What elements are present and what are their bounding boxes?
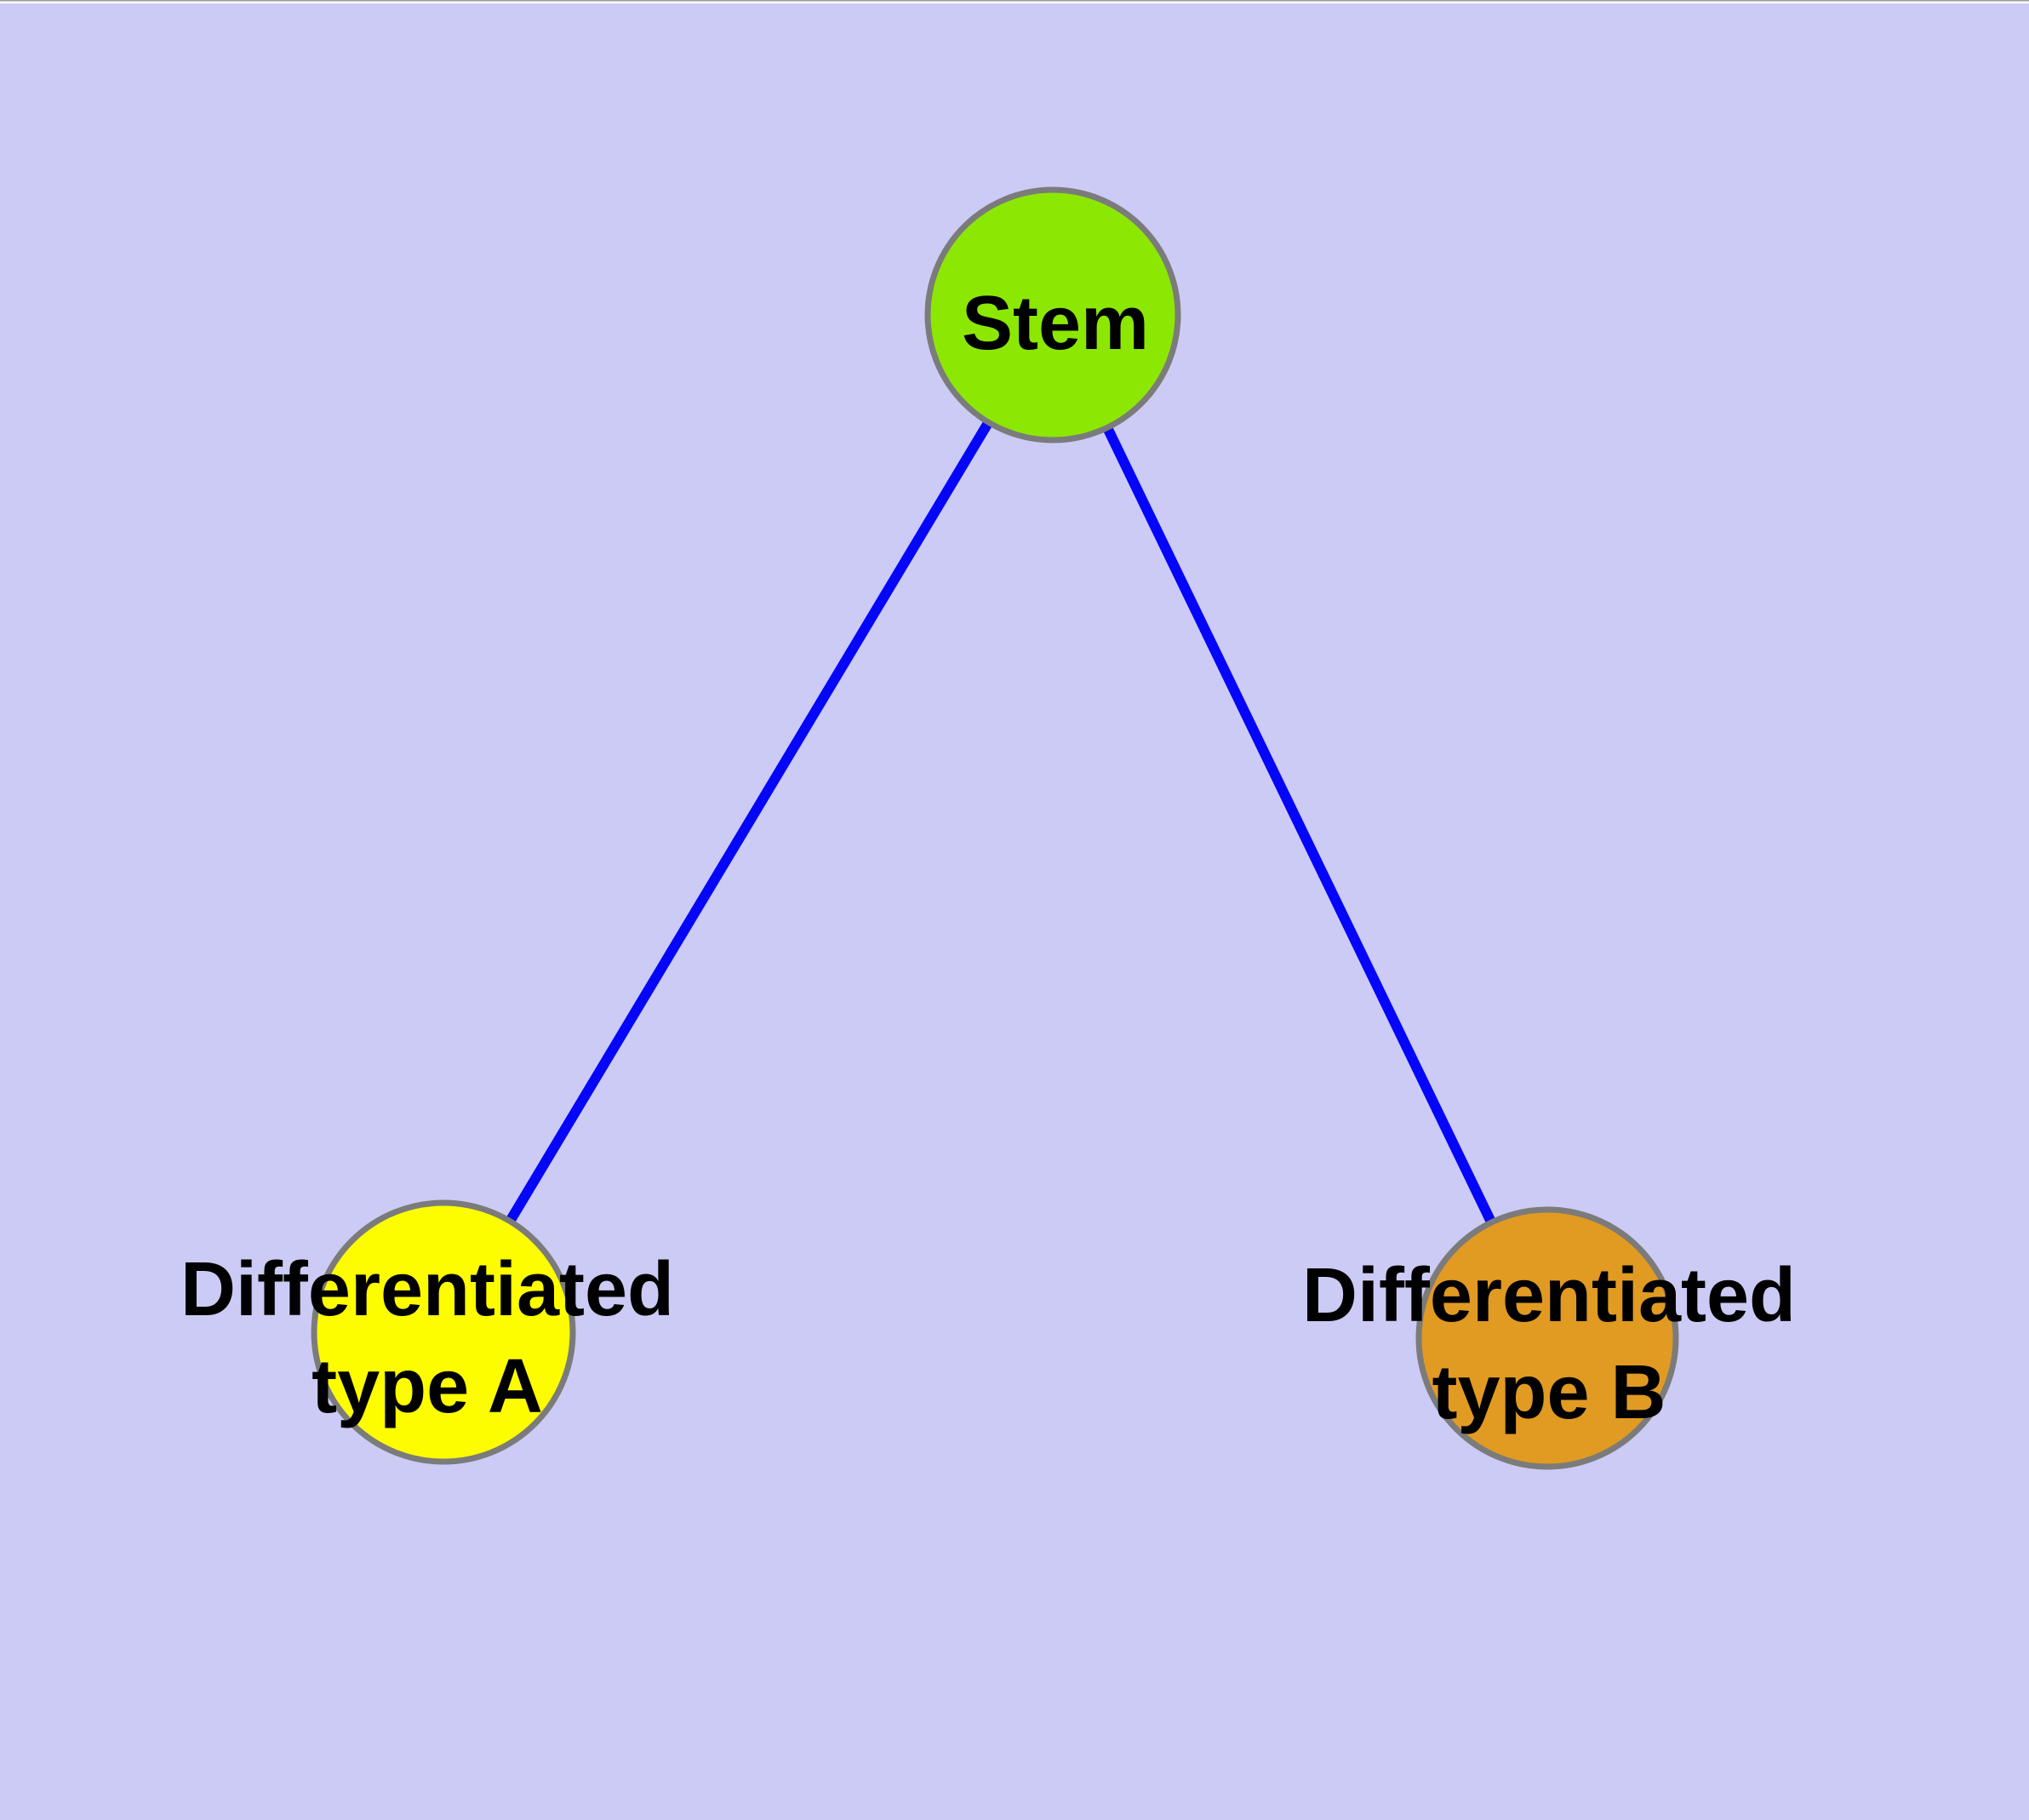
node-label-type-b-line1: Differentiated [1302,1253,1796,1338]
node-stem [924,186,1181,444]
node-label-type-a-line1: Differentiated [180,1247,674,1332]
node-differentiated-type-a [311,1199,576,1465]
node-label-stem: Stem [962,281,1149,366]
edge-stem-to-type-a [438,312,1058,1336]
node-differentiated-type-b [1415,1206,1679,1470]
node-label-type-a-line2: type A [311,1344,543,1429]
node-label-type-b-line2: type B [1432,1350,1666,1435]
edge-stem-to-type-b [1048,312,1552,1341]
top-hairline [0,0,2029,2]
top-white-strip [0,1,2029,3]
